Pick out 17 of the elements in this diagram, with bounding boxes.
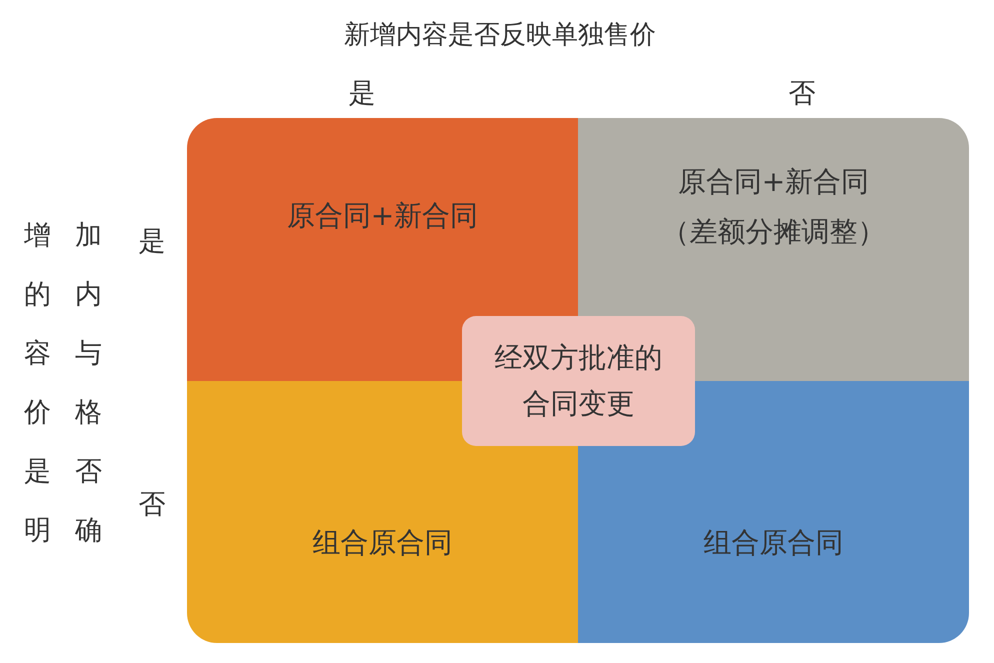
quadrant-panel	[187, 381, 578, 643]
center-box	[462, 316, 695, 446]
axis-label: 新增内容是否反映单独售价	[343, 19, 657, 52]
cell-text: 组合原合同	[704, 525, 844, 561]
quadrant-panel	[578, 118, 969, 381]
cell-text: 经双方批准的合同变更	[494, 340, 664, 422]
axis-label: 是	[138, 225, 166, 259]
axis-label: 增加的内容与价格是否明确	[24, 219, 127, 548]
axis-label: 否	[788, 77, 816, 111]
quadrant-panel	[578, 381, 969, 643]
cell-text: 原合同+新合同	[678, 164, 870, 200]
cell-text: （差额分摊调整）	[662, 214, 886, 250]
axis-label: 否	[138, 488, 166, 522]
quadrant-panel	[187, 118, 578, 381]
cell-text: 原合同+新合同	[286, 198, 478, 234]
cell-text: 组合原合同	[312, 525, 452, 561]
axis-label: 是	[348, 77, 376, 111]
